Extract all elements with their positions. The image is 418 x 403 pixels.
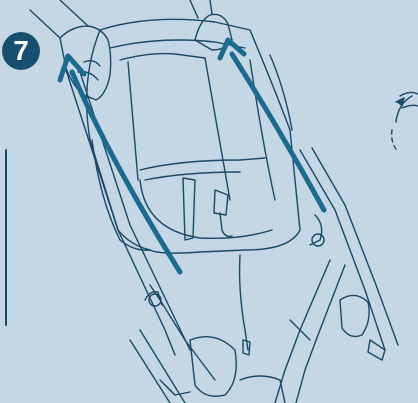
step-number-badge: 7 <box>2 32 40 70</box>
step-number: 7 <box>13 37 29 65</box>
right-frame <box>240 148 398 403</box>
buckle-strap <box>183 178 250 355</box>
rotate-arrow-icon <box>392 92 418 152</box>
